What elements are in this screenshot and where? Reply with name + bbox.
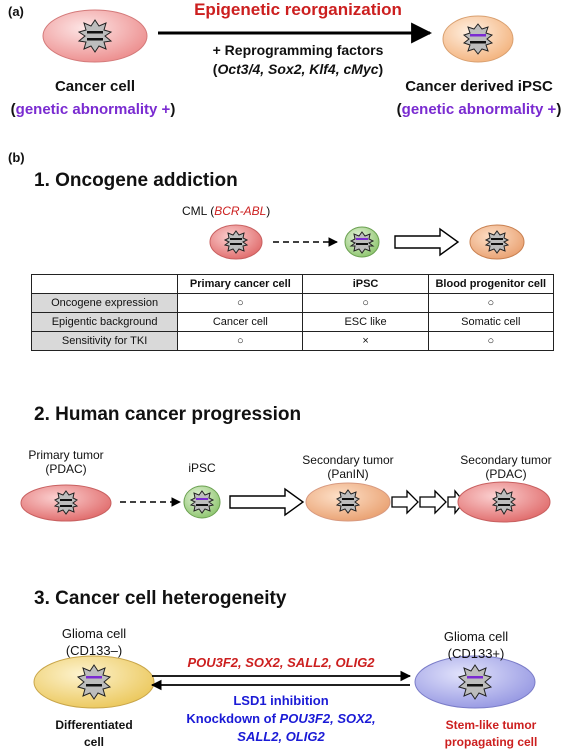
panin-cell-icon	[305, 482, 391, 522]
ipsc-cell-icon	[442, 15, 514, 63]
section1-title: 1. Oncogene addiction	[34, 170, 238, 191]
progression-hollow-arrow-icon	[229, 487, 305, 517]
table-header-row: Primary cancer cell iPSC Blood progenito…	[30, 274, 555, 294]
ipsc-label: Cancer derived iPSC	[405, 78, 553, 95]
section2-title: 2. Human cancer progression	[34, 404, 302, 425]
table-cell: ○	[302, 293, 429, 313]
table-cell: ○	[427, 331, 555, 351]
table-row: Oncogene expression ○ ○ ○	[30, 293, 555, 313]
nucleus-star	[77, 19, 113, 53]
reprogramming-genes: Oct3/4, Sox2, Klf4, cMyc	[217, 61, 379, 77]
ipsc-abnormality: (genetic abnormality +)	[396, 101, 562, 118]
table-cell: ○	[177, 331, 304, 351]
small-hollow-arrow-2-icon	[419, 489, 447, 515]
table-cell: ○	[177, 293, 304, 313]
panin-label: Secondary tumor(PanIN)	[302, 453, 394, 481]
panel-a-title: Epigenetic reorganization	[194, 0, 402, 19]
table-row-label: Epigentic background	[30, 312, 179, 332]
table-cell: ×	[302, 331, 429, 351]
oncogene-table: Primary cancer cell iPSC Blood progenito…	[30, 274, 555, 351]
cml-progenitor-cell-icon	[469, 224, 525, 260]
secondary-pdac-cell-icon	[457, 481, 551, 523]
primary-tumor-cell-icon	[20, 484, 112, 522]
cancer-cell-icon	[42, 9, 148, 63]
forward-genes-label: POU3F2, SOX2, SALL2, OLIG2	[187, 655, 375, 670]
cd133-negative-label: Glioma cell(CD133–)	[61, 626, 127, 658]
knockdown-label: Knockdown of POU3F2, SOX2,	[186, 711, 376, 726]
table-row: Sensitivity for TKI ○ × ○	[30, 331, 555, 351]
cd133-positive-label: Glioma cell(CD133+)	[443, 629, 509, 661]
ipsc-progression-label: iPSC	[188, 461, 216, 475]
table-cell: ○	[427, 293, 555, 313]
table-header-cell: Blood progenitor cell	[427, 274, 555, 294]
progression-ipsc-cell-icon	[183, 485, 221, 519]
lsd1-inhibition-label: LSD1 inhibition	[233, 693, 329, 708]
table-row-label: Sensitivity for TKI	[30, 331, 179, 351]
table-cell: ESC like	[302, 312, 429, 332]
cancer-cell-abnormality: (genetic abnormality +)	[10, 101, 176, 118]
reprogramming-factors-line1: + Reprogramming factors	[212, 42, 384, 58]
table-header-cell: iPSC	[302, 274, 429, 294]
table-row-label: Oncogene expression	[30, 293, 179, 313]
cd133-positive-cell-icon	[414, 655, 536, 709]
table-cell: Cancer cell	[177, 312, 304, 332]
table-row: Epigentic background Cancer cell ESC lik…	[30, 312, 555, 332]
knockdown-genes-line2: SALL2, OLIG2	[237, 729, 325, 744]
section3-title: 3. Cancer cell heterogeneity	[34, 588, 287, 609]
panel-a-label: (a)	[8, 4, 24, 19]
hollow-arrow-icon	[394, 227, 460, 257]
cml-ipsc-cell-icon	[344, 226, 380, 258]
cancer-cell-label: Cancer cell	[54, 78, 136, 95]
secondary-pdac-label: Secondary tumor(PDAC)	[460, 453, 552, 481]
cml-primary-cell-icon	[209, 224, 263, 260]
reprogramming-factors-line2: (Oct3/4, Sox2, Klf4, cMyc)	[212, 61, 384, 77]
cd133-negative-cell-icon	[33, 655, 155, 709]
table-header-cell	[30, 274, 179, 294]
panel-b-label: (b)	[8, 150, 25, 165]
primary-tumor-label: Primary tumor(PDAC)	[28, 448, 104, 476]
table-header-cell: Primary cancer cell	[177, 274, 304, 294]
cml-label: CML (BCR-ABL)	[182, 204, 271, 218]
table-cell: Somatic cell	[427, 312, 555, 332]
small-hollow-arrow-1-icon	[391, 489, 419, 515]
